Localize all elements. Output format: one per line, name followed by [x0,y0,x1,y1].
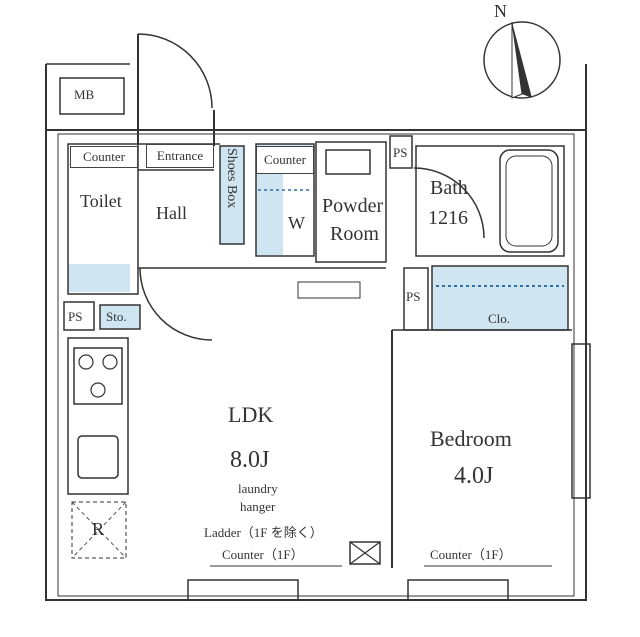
bathtub [499,149,559,253]
shoes-box [219,145,245,245]
hall-label: Hall [156,203,187,223]
clo-label: Clo. [488,311,511,326]
bathtub-inner [505,155,553,247]
ldk-label: LDK [228,402,274,427]
shoes-box-fill [220,146,244,244]
ladder-x-2 [349,541,381,565]
ps-left-label: PS [68,309,83,324]
hall-door [139,267,213,341]
bath-label: Bath [430,177,468,199]
burner-1 [78,354,94,370]
burner-3 [90,382,106,398]
ps-left-box [63,301,95,331]
toilet-room [67,143,139,295]
compass-icon [483,21,561,99]
washbasin [325,149,371,175]
kitchen-counter [67,337,129,495]
bath-door [413,167,485,239]
stove [73,347,123,405]
ps-top-box [389,135,413,169]
toilet-counter-label: Counter [70,146,138,168]
bedroom-label: Bedroom [430,426,512,451]
bedroom-closet-fill [432,266,568,330]
fridge-diag-2 [71,501,127,559]
ladder-box [349,541,381,565]
sto-fill [100,305,140,329]
powder-label: Powder [322,195,384,217]
window-bed [407,579,509,601]
bath-size-label: 1216 [428,207,468,229]
shoes-box-label: Shoes Box [224,148,239,209]
ps-top-label: PS [393,145,408,160]
bath-room [415,145,565,257]
compass-north-label: N [494,1,507,21]
bedroom-size-label: 4.0J [454,463,494,489]
entrance-label: Entrance [146,144,214,168]
ldk-counter-label: Counter（1F） [222,547,304,562]
powder-door [297,281,361,299]
hanger-label: hanger [240,499,276,514]
ldk-size-label: 8.0J [230,447,270,473]
powder-room [315,141,387,263]
toilet-counter-fill [68,264,130,292]
sto-box [99,304,141,330]
fridge-label: R [92,519,105,539]
w-label: W [288,213,305,233]
window-ldk [187,579,299,601]
ladder-label: Ladder（1F を除く） [204,525,323,540]
toilet-label: Toilet [80,191,122,211]
mb-box [59,77,125,115]
bedroom-counter-label: Counter（1F） [430,547,512,562]
burner-2 [102,354,118,370]
ps-mid-label: PS [406,289,421,304]
sink [77,435,119,479]
counter-w-label: Counter [256,146,314,174]
fridge-space [71,501,127,559]
mb-label: MB [74,87,95,102]
entrance-door [137,33,213,109]
sto-label: Sto. [106,309,127,324]
window-right [571,343,591,499]
closet-w-fill [256,173,283,255]
laundry-label: laundry [238,481,278,496]
closet-w [255,143,315,257]
outer-wall-inner [57,133,575,597]
room-label: Room [330,223,379,245]
